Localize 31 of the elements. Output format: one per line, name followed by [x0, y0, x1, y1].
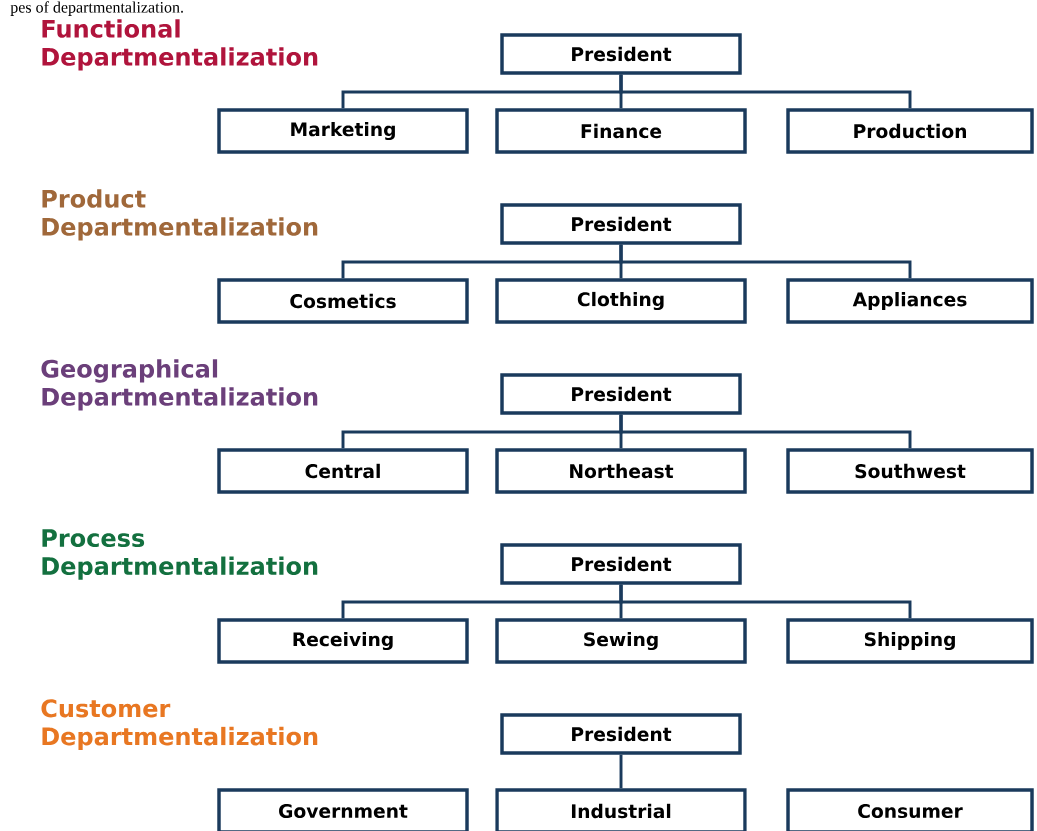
section-heading: Customer Departmentalization — [41, 699, 318, 751]
department-box: Production — [786, 108, 1034, 154]
connector-line — [619, 754, 623, 789]
section-heading: Product Departmentalization — [42, 189, 318, 241]
connector-line — [619, 584, 912, 619]
connector-line — [619, 414, 912, 449]
department-box: Appliances — [786, 278, 1034, 324]
department-box: Cosmetics — [217, 278, 469, 324]
connector-line — [619, 74, 912, 109]
department-box: Southwest — [786, 448, 1034, 494]
president-box: President — [500, 713, 742, 755]
president-box: President — [500, 33, 742, 75]
president-box: President — [500, 373, 742, 415]
department-box: Sewing — [495, 618, 747, 664]
connector-line — [619, 244, 912, 279]
department-box: Receiving — [217, 618, 469, 664]
department-box: Northeast — [495, 448, 747, 494]
section-heading: Functional Departmentalization — [42, 19, 318, 71]
department-box: Industrial — [495, 788, 747, 831]
section-heading: Process Departmentalization — [42, 529, 318, 580]
department-box: Consumer — [786, 788, 1034, 831]
department-box: Marketing — [217, 108, 469, 154]
caption-text: pes of departmentalization. — [10, 1, 183, 16]
department-box: Finance — [495, 108, 747, 154]
department-box: Central — [217, 448, 469, 494]
section-heading: Geographical Departmentalization — [41, 359, 318, 411]
president-box: President — [500, 543, 742, 585]
president-box: President — [500, 203, 742, 245]
department-box: Government — [217, 788, 469, 831]
department-box: Clothing — [495, 278, 747, 324]
department-box: Shipping — [786, 618, 1034, 664]
